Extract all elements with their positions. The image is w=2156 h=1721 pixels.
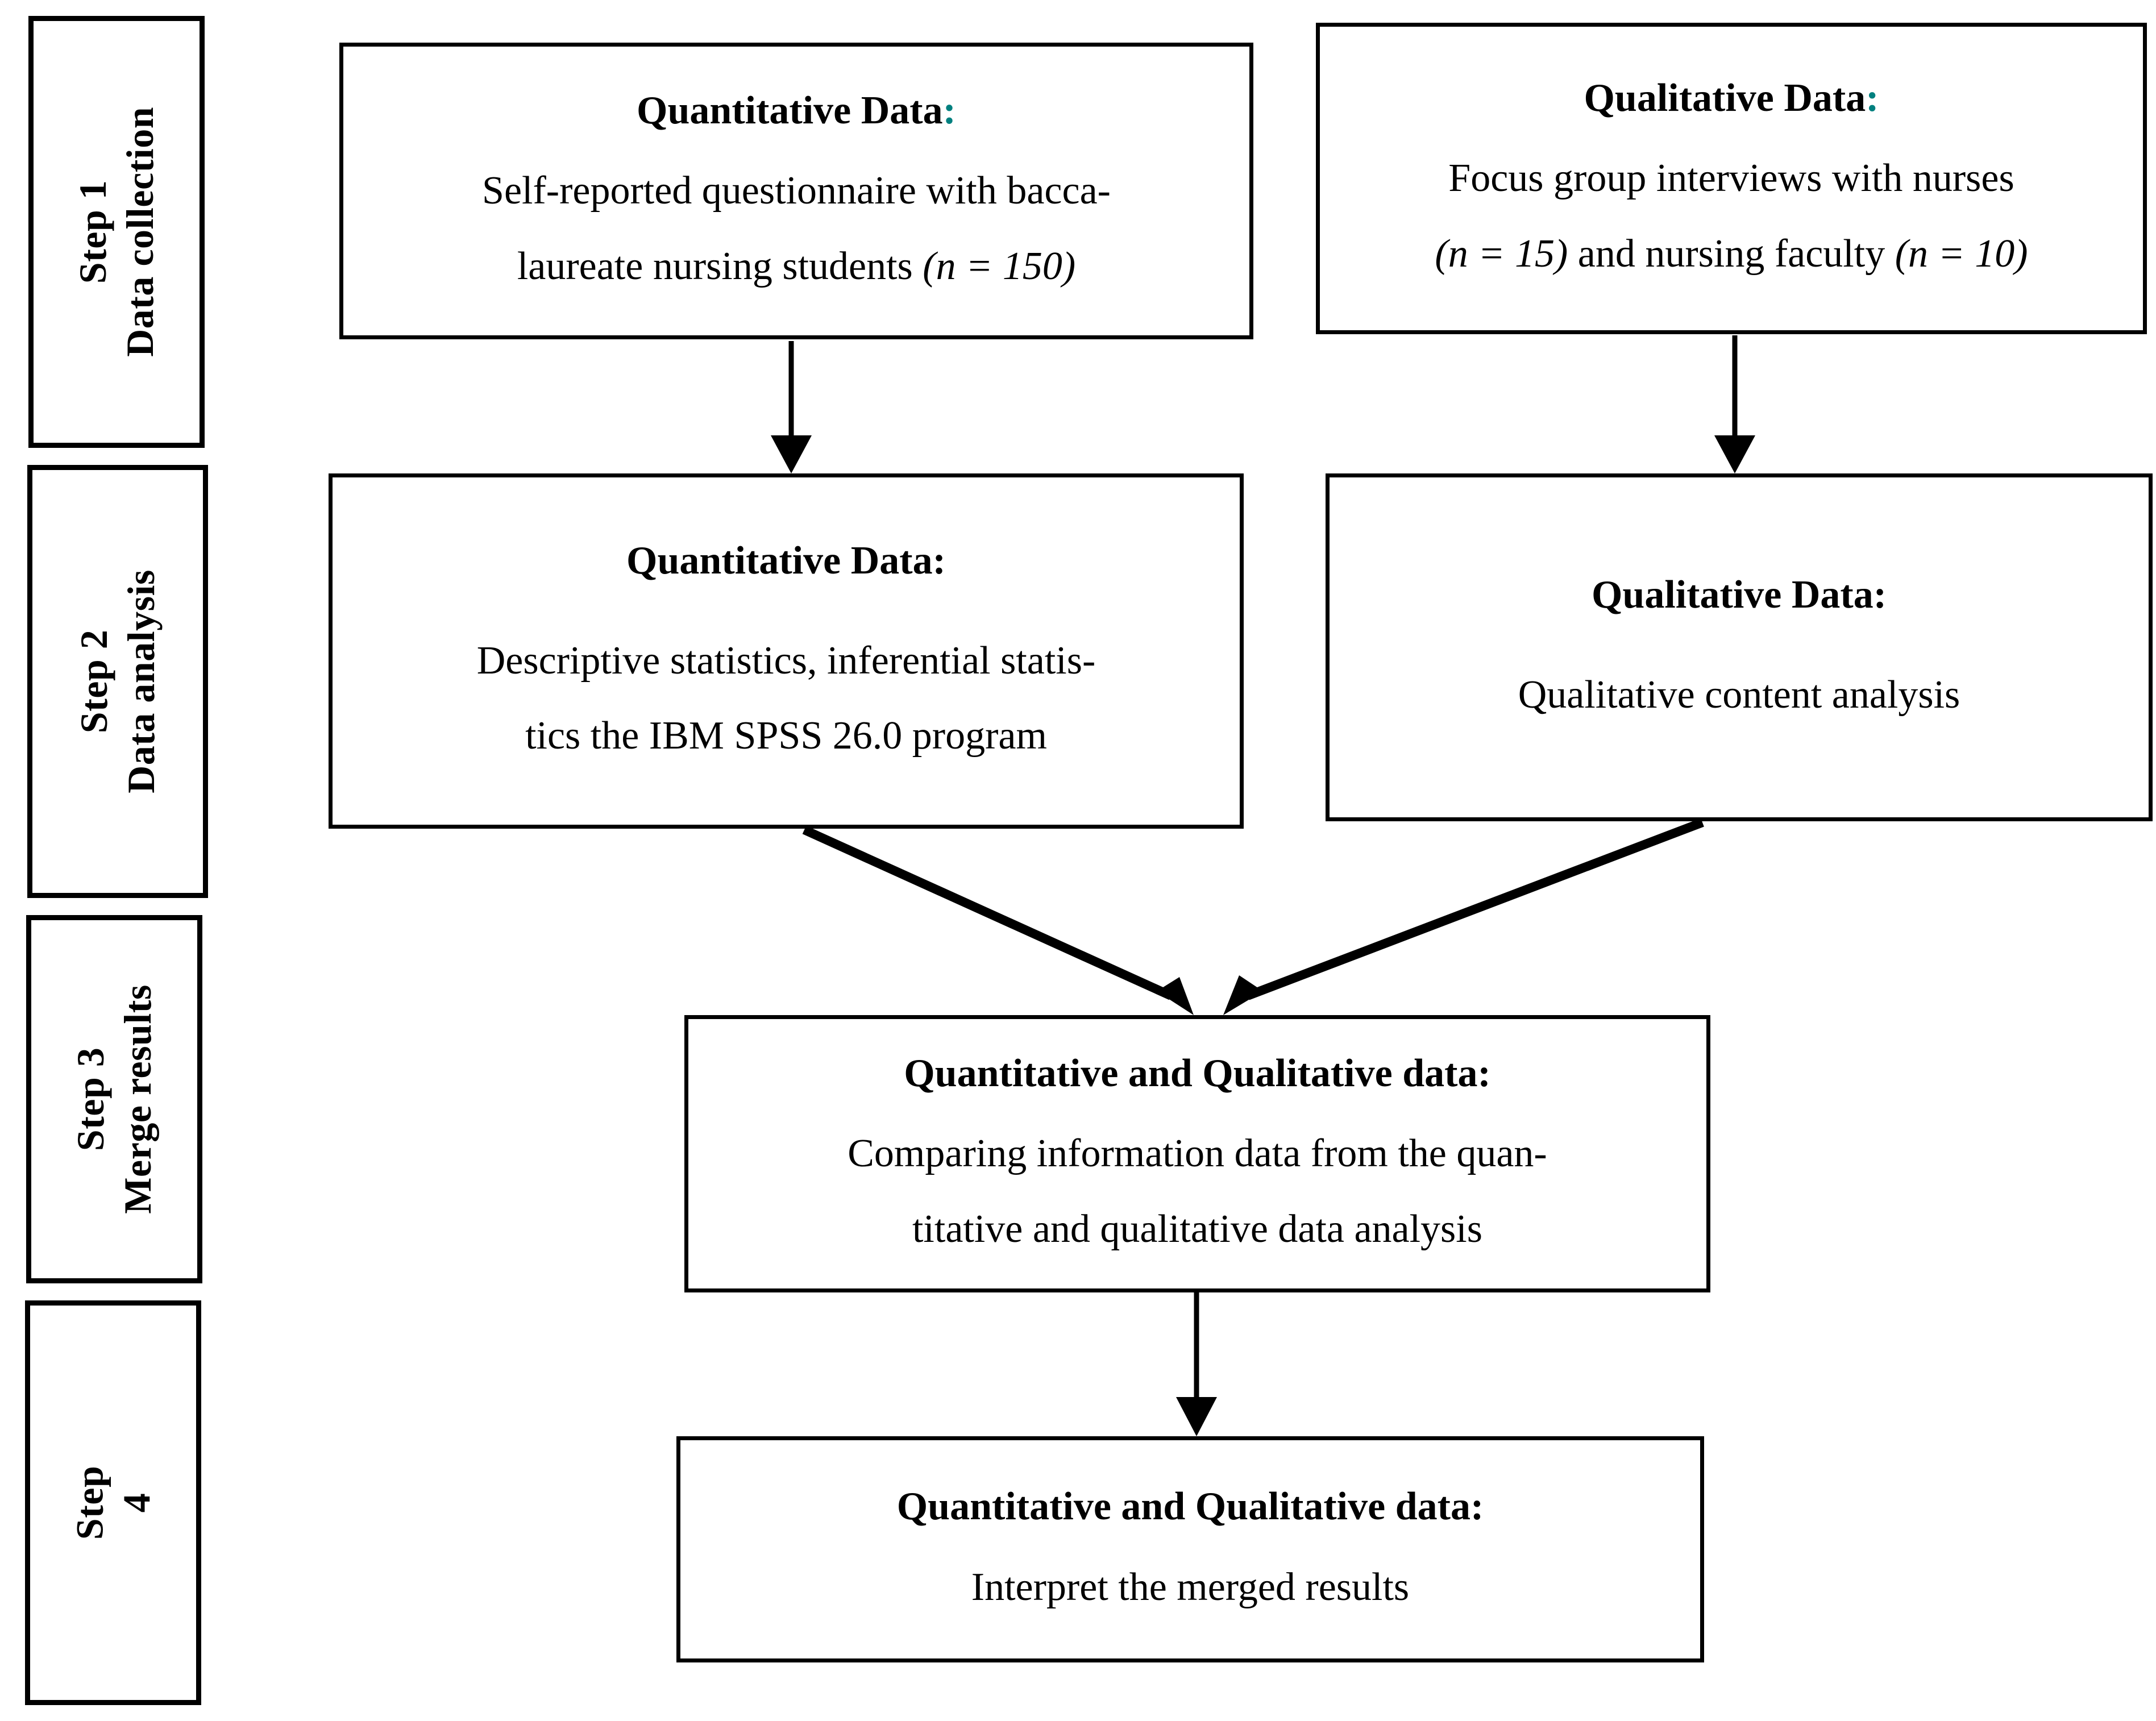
step-4-label: 4 — [115, 1493, 158, 1513]
step-1-label: Data collection — [118, 107, 161, 357]
arrow-merge-to-interpret — [1176, 1292, 1217, 1436]
box-step1-qual-line2-n-a: (n = 15) — [1435, 231, 1568, 276]
box-step1-qual-title-text: Qualitative Data — [1584, 76, 1866, 120]
step-box-4: Step 4 — [25, 1300, 201, 1705]
arrow-qual-collection-to-analysis — [1714, 335, 1755, 473]
box-step3-merge-results: Quantitative and Qualitative data: Compa… — [684, 1015, 1710, 1292]
box-step4-line1: Interpret the merged results — [971, 1565, 1410, 1609]
box-step1-quant-title: Quantitative Data: — [637, 85, 956, 136]
box-step2-quant-line2: tics the IBM SPSS 26.0 program — [525, 714, 1047, 758]
step-3-number: Step 3 — [69, 1047, 113, 1152]
box-step2-qualitative-data: Qualitative Data: Qualitative content an… — [1326, 473, 2153, 821]
box-step1-quant-line2-n: (n = 150) — [923, 244, 1076, 288]
box-step1-quant-line2: laureate nursing students (n = 150) — [508, 236, 1085, 297]
box-step1-qualitative-data: Qualitative Data: Focus group interviews… — [1316, 23, 2147, 334]
box-step2-qual-title: Qualitative Data: — [1591, 573, 1887, 617]
arrow-quant-analysis-to-merge — [802, 825, 1194, 1015]
step-3-label: Merge results — [116, 984, 159, 1214]
box-step4-interpret-results: Quantitative and Qualitative data: Inter… — [676, 1436, 1704, 1662]
box-step1-quant-title-colon: : — [942, 88, 956, 132]
step-1-rotated-label: Step 1 Data collection — [69, 107, 164, 357]
arrow-qual-analysis-to-merge — [1223, 818, 1704, 1015]
box-step1-qual-line2-mid: and nursing faculty — [1568, 231, 1895, 276]
box-step1-qual-line2-n-b: (n = 10) — [1895, 231, 2028, 276]
box-step1-qual-title: Qualitative Data: — [1584, 73, 1879, 124]
box-step4-title: Quantitative and Qualitative data: — [896, 1485, 1484, 1528]
step-box-2: Step 2 Data analysis — [27, 465, 208, 898]
step-4-number: Step — [68, 1465, 111, 1540]
step-box-1: Step 1 Data collection — [28, 16, 205, 448]
step-2-number: Step 2 — [72, 629, 116, 734]
box-step2-quant-title: Quantitative Data: — [626, 539, 946, 583]
box-step1-qual-title-colon: : — [1866, 76, 1879, 120]
box-step3-title: Quantitative and Qualitative data: — [904, 1051, 1491, 1095]
arrow-quant-collection-to-analysis — [771, 341, 812, 473]
box-step2-qual-line1: Qualitative content analysis — [1518, 672, 1960, 717]
box-step1-quant-title-text: Quantitative Data — [637, 88, 943, 132]
box-step2-quantitative-data: Quantitative Data: Descriptive statistic… — [329, 473, 1244, 829]
step-2-rotated-label: Step 2 Data analysis — [70, 569, 165, 793]
box-step2-quant-line1: Descriptive statistics, inferential stat… — [476, 638, 1096, 683]
box-step1-quant-line1: Self-reported questionnaire with bacca- — [482, 169, 1111, 213]
box-step1-qual-line1: Focus group interviews with nurses — [1448, 156, 2014, 201]
step-4-rotated-label: Step 4 — [66, 1466, 160, 1540]
step-1-number: Step 1 — [71, 180, 115, 284]
box-step1-quant-line2-pre: laureate nursing students — [517, 244, 923, 288]
step-2-label: Data analysis — [119, 569, 163, 793]
step-box-3: Step 3 Merge results — [26, 915, 202, 1283]
box-step3-line1: Comparing information data from the quan… — [848, 1132, 1547, 1176]
step-3-rotated-label: Step 3 Merge results — [67, 984, 161, 1214]
box-step1-quantitative-data: Quantitative Data: Self-reported questio… — [339, 43, 1253, 339]
box-step1-qual-line2: (n = 15) and nursing faculty (n = 10) — [1426, 224, 2037, 284]
box-step3-line2: titative and qualitative data analysis — [912, 1207, 1482, 1251]
